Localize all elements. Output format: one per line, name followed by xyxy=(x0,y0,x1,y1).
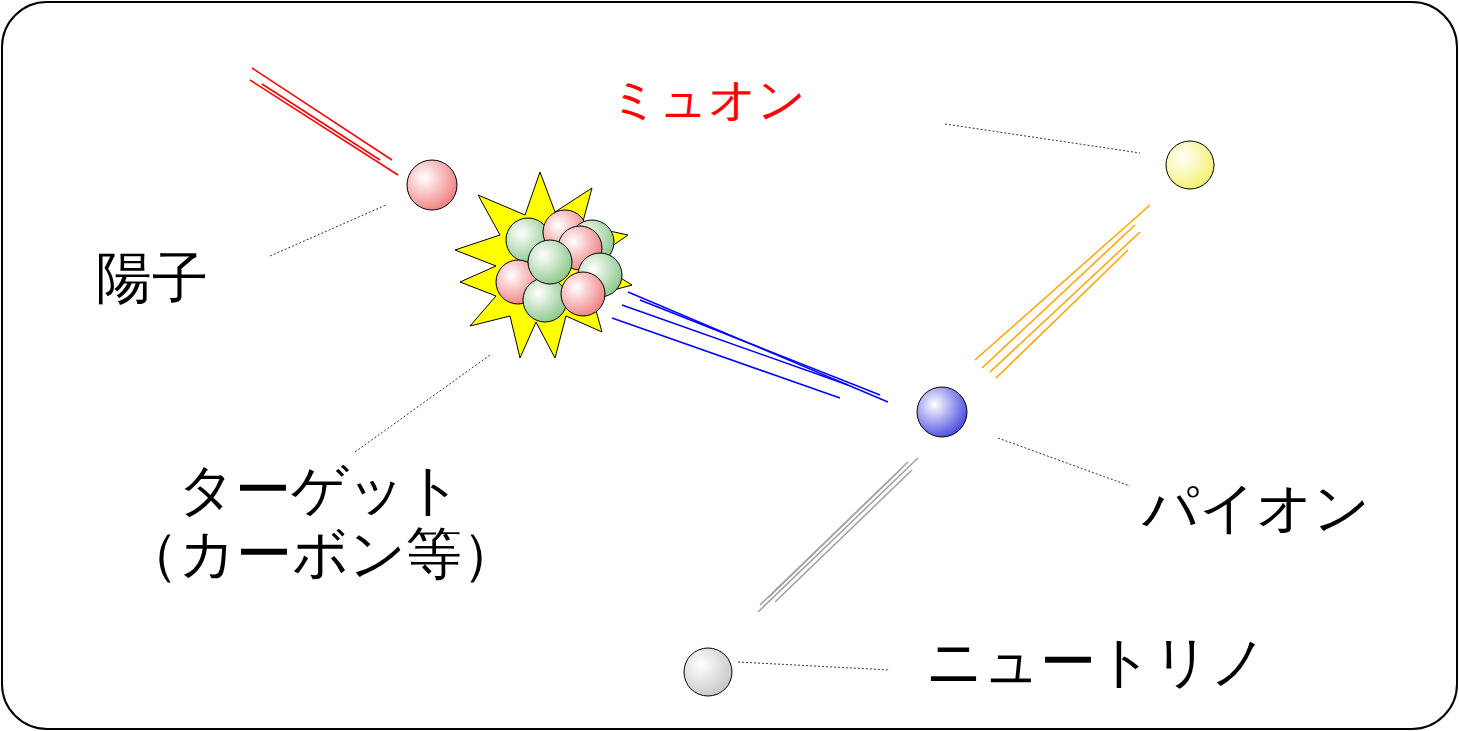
pion-track xyxy=(612,292,888,402)
pion-label: パイオン xyxy=(1142,476,1370,540)
neutrino-track xyxy=(758,458,918,612)
muon-track xyxy=(975,205,1150,378)
muon-particle xyxy=(1166,141,1214,189)
target-nucleus xyxy=(496,210,622,322)
muon-label: ミュオン xyxy=(610,72,806,127)
leader-lines xyxy=(270,124,1140,670)
pion-particle xyxy=(917,387,967,437)
proton-track xyxy=(250,68,398,175)
proton-particle xyxy=(407,160,457,210)
neutrino-label: ニュートリノ xyxy=(926,630,1267,694)
proton-label: 陽子 xyxy=(96,246,208,310)
collision-burst xyxy=(455,172,632,358)
target-label: ターゲット （カーボン等） xyxy=(110,458,530,587)
neutrino-particle xyxy=(684,648,732,696)
